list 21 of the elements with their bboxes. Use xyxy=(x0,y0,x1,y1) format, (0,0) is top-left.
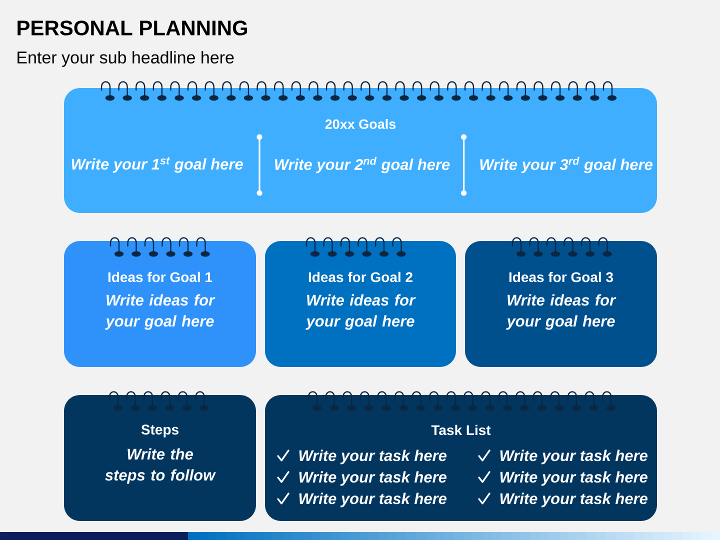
card-heading: Ideas for Goal 2 xyxy=(308,272,412,282)
task-text: Write your task here xyxy=(500,450,648,464)
card-text: Write ideas for your goal here xyxy=(105,294,216,330)
goal-text: Write your 1$^{st}$ goal here xyxy=(72,157,243,173)
goal-text: Write your 2$^{nd}$ goal here xyxy=(275,156,450,174)
title: PERSONAL PLANNING xyxy=(18,20,248,36)
card-heading: Steps xyxy=(141,424,178,438)
card-heading: Task List xyxy=(431,424,491,436)
card-heading: Ideas for Goal 3 xyxy=(509,272,613,282)
card-heading: 20xx Goals xyxy=(325,119,396,129)
task-text: Write your task here xyxy=(299,450,446,464)
card-text: Write ideas for your goal here xyxy=(506,294,616,330)
subtitle: Enter your sub headline here xyxy=(18,51,234,67)
task-text: Write your task here xyxy=(299,492,446,508)
card-heading: Ideas for Goal 1 xyxy=(108,272,212,282)
task-text: Write your task here xyxy=(299,471,446,486)
task-text: Write your task here xyxy=(500,492,648,508)
card-text: Write the steps to follow xyxy=(105,448,216,484)
card-text: Write ideas for your goal here xyxy=(306,294,416,330)
goal-text: Write your 3$^{rd}$ goal here xyxy=(480,156,652,174)
task-text: Write your task here xyxy=(500,471,648,486)
